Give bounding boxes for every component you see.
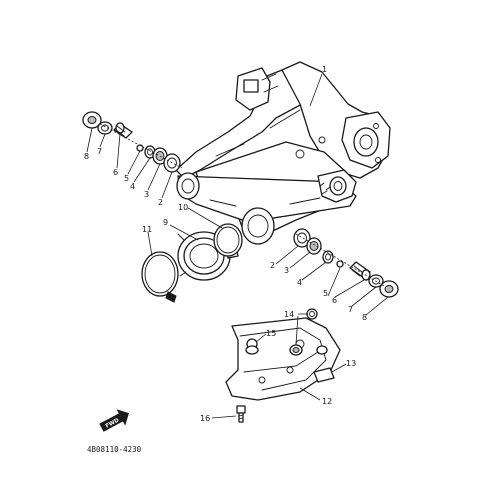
- callout-2-left: 2: [158, 198, 163, 207]
- leader-lines: [86, 73, 389, 419]
- part-5-right-washer: [336, 260, 344, 268]
- part-10-clamp-ring: [213, 223, 243, 257]
- callout-7-left: 7: [97, 147, 102, 156]
- callout-1: 1: [322, 65, 327, 74]
- swingarm: [175, 61, 391, 245]
- forward-arrow-icon: FWD: [99, 409, 129, 432]
- callout-10: 10: [178, 203, 188, 212]
- fwd-label: FWD: [105, 417, 121, 429]
- part-4-right-washer: [322, 250, 334, 264]
- callout-4-right: 4: [297, 278, 302, 287]
- callout-16: 16: [200, 414, 210, 423]
- part-13-pad: [313, 367, 335, 383]
- right-pivot-hardware: [293, 228, 399, 298]
- part-7-left-seal: [97, 121, 113, 135]
- callout-3-left: 3: [144, 190, 149, 199]
- callout-9: 9: [163, 218, 168, 227]
- part-14-bolts: [289, 308, 328, 356]
- callout-4-left: 4: [130, 182, 135, 191]
- part-6-right-collar: [349, 261, 371, 281]
- callout-5-left: 5: [124, 174, 129, 183]
- lower-guard-assembly: [225, 308, 341, 423]
- drawing-code: 4B08110-4230: [87, 445, 142, 454]
- callout-5-right: 5: [323, 289, 328, 298]
- part-15-grommet: [245, 338, 259, 355]
- callout-3-right: 3: [284, 266, 289, 275]
- part-8-right-cap: [379, 280, 399, 298]
- part-16-bolt: [236, 405, 246, 423]
- callout-2-right: 2: [270, 261, 275, 270]
- callout-8-right: 8: [362, 313, 367, 322]
- part-6-left-collar: [113, 122, 133, 139]
- part-2-right-bearing: [293, 228, 311, 248]
- part-3-right-bearing: [306, 237, 322, 255]
- callout-15: 15: [266, 329, 276, 338]
- callout-7-right: 7: [348, 305, 353, 314]
- callout-6-right: 6: [332, 296, 337, 305]
- part-12-guard-plate: [225, 317, 341, 401]
- callout-13: 13: [346, 359, 356, 368]
- left-pivot-hardware: [82, 111, 183, 173]
- callout-8-left: 8: [84, 152, 89, 161]
- callout-11: 11: [142, 225, 152, 234]
- part-11-band: [141, 251, 179, 303]
- callout-6-left: 6: [113, 168, 118, 177]
- callout-labels: 1 8 7 6 5 4 3 2 10 9 11 2 3 4 5 6 7 8 14…: [84, 65, 367, 423]
- callout-12: 12: [322, 397, 332, 406]
- part-8-left-cap: [82, 111, 102, 129]
- callout-14: 14: [284, 310, 294, 319]
